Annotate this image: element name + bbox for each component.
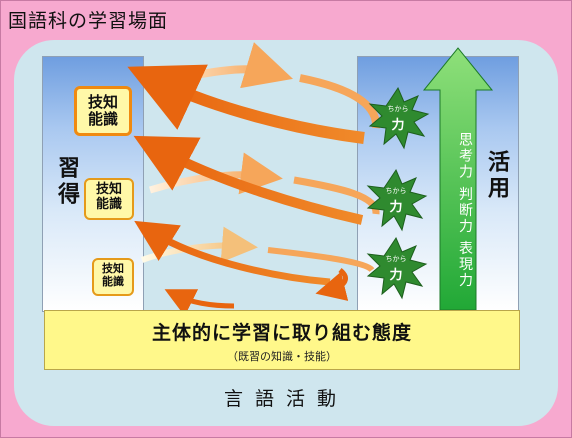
big-arrow-label: 思考力 判断力 表現力 [457, 132, 473, 289]
burst-top-ruby: ちから [387, 105, 409, 113]
knowledge-skill-box-medium: 技知 能識 [84, 178, 134, 220]
attitude-main-text: 主体的に学習に取り組む態度 [151, 322, 412, 344]
knowledge-skill-box-large: 技知 能識 [74, 86, 132, 136]
burst-low-ruby: ちから [385, 255, 407, 263]
burst-top-text: 力 [391, 118, 405, 133]
arrow-base-dark [164, 289, 235, 317]
box-line2: 能識 [95, 196, 122, 212]
arrow-base-right [315, 268, 349, 301]
box-line2: 能識 [87, 110, 118, 129]
big-growth-arrow [422, 47, 494, 311]
language-activity-label: 言語活動 [223, 388, 348, 410]
arrow-top-dark [127, 64, 365, 144]
attitude-sub-text: （既習の知識・技能） [227, 350, 337, 363]
box-line1: 技知 [87, 93, 118, 111]
burst-low-text: 力 [389, 268, 403, 283]
page-title: 国語科の学習場面 [8, 10, 169, 32]
box-line2: 能識 [102, 274, 124, 288]
label-application: 活用 [484, 150, 509, 202]
arrow-low-dark [134, 220, 331, 286]
burst-mid [366, 168, 428, 232]
label-acquisition: 習得 [54, 156, 79, 208]
arrow-low-return [267, 247, 375, 273]
box-line1: 技知 [95, 182, 122, 197]
arrow-mid-dark [133, 135, 364, 225]
burst-mid-ruby: ちから [385, 187, 407, 195]
arrow-top-return [299, 74, 381, 129]
burst-low [366, 236, 428, 300]
burst-mid-text: 力 [389, 200, 403, 215]
burst-top [368, 86, 430, 150]
box-line1: 技知 [102, 262, 124, 275]
knowledge-skill-box-small: 技知 能識 [92, 258, 134, 296]
application-column [357, 56, 519, 312]
attitude-bar: 主体的に学習に取り組む態度 （既習の知識・技能） [44, 310, 520, 370]
